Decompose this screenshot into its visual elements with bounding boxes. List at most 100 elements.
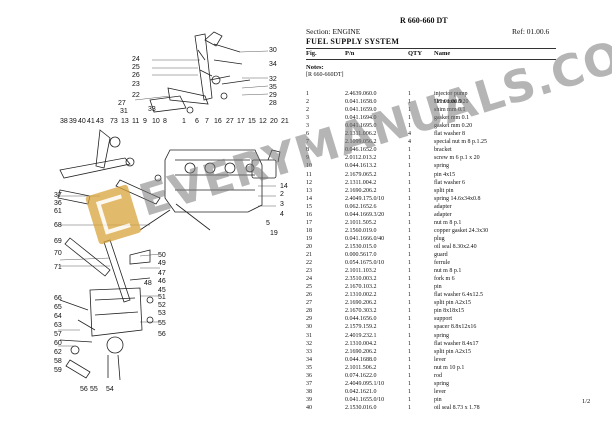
callout-11: 11 [132,118,140,125]
cell-pn: 0.000.5617.0 [345,252,377,258]
cell-qty: 1 [408,163,411,170]
cell-fig: 9 [306,155,309,162]
callout-33: 33 [148,106,156,113]
cell-fig: 32 [306,340,312,347]
callout-16: 16 [214,118,222,125]
cell-desc: nut m 8 p.1 [434,268,462,275]
section-label: Section: ENGINE [306,27,361,36]
cell-fig: 31 [306,332,312,339]
callout-56b: 56 [80,386,88,393]
callout-35: 35 [269,84,277,91]
cell-fig: 28 [306,308,312,315]
cell-desc: shim mm 0.1 [434,107,466,114]
cell-pn: 0.041.1694.0 [345,115,377,122]
cell-fig: 14 [306,195,312,202]
cell-fig: 8 [306,147,309,154]
cell-fig: 2 [306,107,309,114]
cell-qty: 1 [408,372,411,379]
callout-29: 29 [269,92,277,99]
callout-70: 70 [54,250,62,257]
cell-qty: 1 [408,211,411,218]
cell-pn: 2.4049.095.1/10 [345,380,385,387]
cell-fig: 17 [306,219,312,226]
cell-fig: 20 [306,243,312,250]
callout-53: 53 [158,310,166,317]
parts-table-header: Fig. P/n QTY Name [306,48,556,60]
cell-desc: flat washer 8 [434,131,465,138]
callout-56: 56 [158,331,166,338]
callout-47: 47 [158,270,166,277]
cell-fig: 19 [306,235,312,242]
cell-desc: gasket mm 0.20 [434,123,473,130]
cell-desc: flat washer 6.4x12.5 [434,292,483,299]
cell-qty: 1 [408,348,411,355]
cell-qty: 1 [408,115,411,122]
cell-desc: pin 8x18x15 [434,308,465,315]
cell-desc: support [434,316,452,323]
callout-2: 2 [280,191,284,198]
cell-pn: 2.4639.060.0 [345,91,377,97]
cell-desc: flat washer 8.4x17 [434,340,479,347]
callout-51: 51 [158,294,166,301]
cell-fig: 26 [306,292,312,299]
cell-desc: rod [434,372,442,379]
callout-59: 59 [54,367,62,374]
callout-19: 19 [270,230,278,237]
callout-69: 69 [54,238,62,245]
cell-pn: 0.041.1695.0 [345,123,377,130]
cell-qty: 1 [408,308,411,315]
callout-6: 6 [195,118,199,125]
cell-pn: 2.0112.013.2 [345,155,377,162]
callout-1: 1 [182,118,186,125]
cell-pn: 2.3510.003.2 [345,276,377,283]
callout-52: 52 [158,302,166,309]
callout-32: 32 [269,76,277,83]
cell-pn: 2.1311.006.2 [345,131,377,138]
cell-qty: 1 [408,300,411,307]
callout-13: 13 [121,118,129,125]
callout-27b: 27 [226,118,234,125]
cell-qty: 1 [408,380,411,387]
cell-qty: 1 [408,396,411,403]
callout-5: 5 [266,220,270,227]
cell-qty: 1 [408,99,411,106]
cell-fig: 16 [306,211,312,218]
cell-fig: 40 [306,404,312,411]
cell-pn: 2.1310.002.2 [345,292,377,299]
callout-31: 31 [120,108,128,115]
callout-28: 28 [269,100,277,107]
callout-41: 41 [87,118,95,125]
callout-57: 57 [54,331,62,338]
callout-36: 36 [54,200,62,207]
cell-pn: 2.1690.206.2 [345,187,377,194]
cell-desc: oil seal 8.30x2.40 [434,243,477,250]
cell-qty: 1 [408,203,411,210]
cell-fig: 37 [306,380,312,387]
callout-45: 45 [158,287,166,294]
cell-qty: 1 [408,252,411,258]
cell-desc: pin [434,396,442,403]
cell-desc: spacer 8.8x12x16 [434,324,477,331]
notes-text: [R 660-660DT] [306,72,344,78]
callout-62: 62 [54,349,62,356]
cell-fig: 12 [306,179,312,186]
cell-fig: 22 [306,260,312,267]
cell-desc: plug [434,235,445,242]
cell-desc: flat washer 6 [434,179,465,186]
cell-fig: 33 [306,348,312,355]
